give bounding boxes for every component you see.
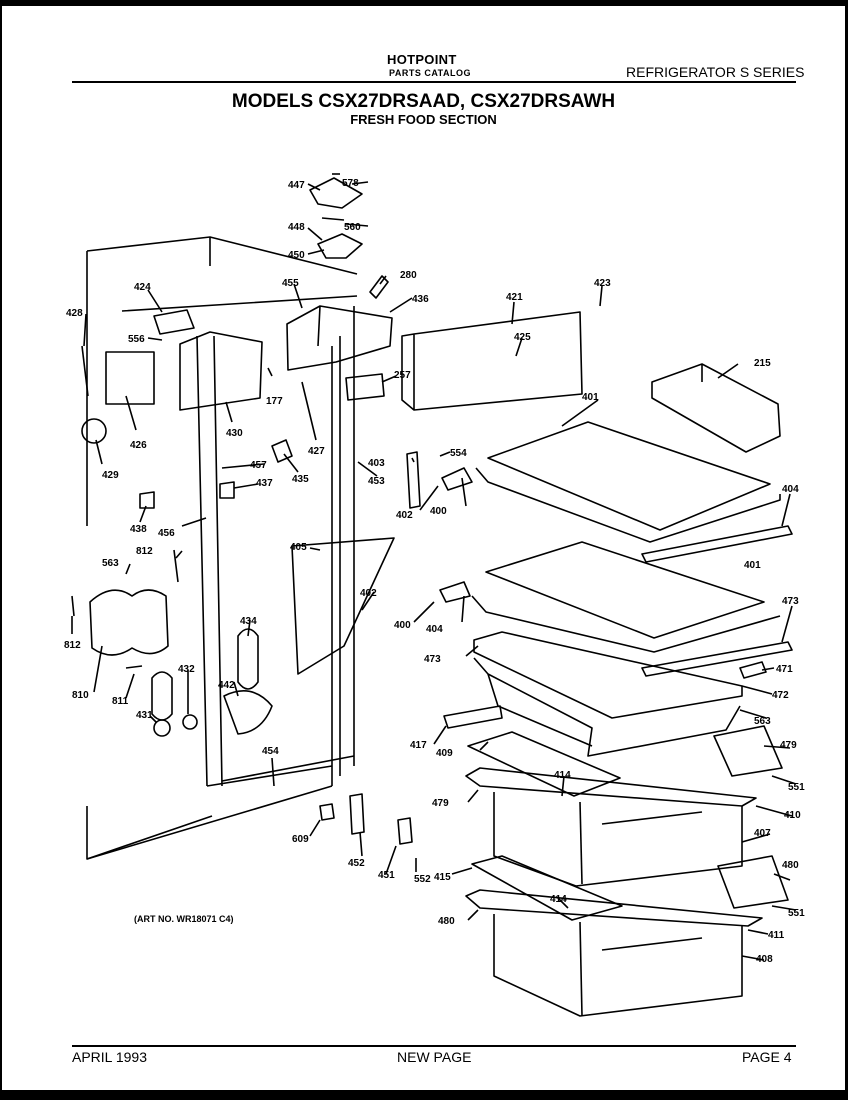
callout-410: 410 — [784, 810, 801, 821]
callout-421: 421 — [506, 292, 523, 303]
callout-479b: 479 — [432, 798, 449, 809]
callout-480b: 480 — [438, 916, 455, 927]
callout-452: 452 — [348, 858, 365, 869]
callout-563: 563 — [102, 558, 119, 569]
callout-472: 563 — [754, 716, 771, 727]
callout-812: 812 — [136, 546, 153, 557]
callout-403: 403 — [368, 458, 385, 469]
callout-428: 428 — [66, 308, 83, 319]
callout-480: 480 — [782, 860, 799, 871]
callout-427: 427 — [308, 446, 325, 457]
callout-280: 280 — [400, 270, 417, 281]
page-title: MODELS CSX27DRSAAD, CSX27DRSAWH — [231, 91, 616, 112]
callout-408: 408 — [756, 954, 773, 965]
parts-catalog-page: HOTPOINT PARTS CATALOG REFRIGERATOR S SE… — [2, 6, 845, 1090]
callout-456: 456 — [158, 528, 175, 539]
callout-426: 426 — [130, 440, 147, 451]
page-subtitle: FRESH FOOD SECTION — [350, 112, 497, 127]
callout-457: 457 — [250, 460, 267, 471]
callout-551: 551 — [788, 782, 805, 793]
callout-578: 578 — [342, 178, 359, 189]
series-label: REFRIGERATOR S SERIES — [626, 64, 805, 80]
callout-438: 438 — [130, 524, 147, 535]
callout-177: 177 — [266, 396, 283, 407]
callout-417: 417 — [410, 740, 427, 751]
callout-552: 552 — [414, 874, 431, 885]
footer-date: APRIL 1993 — [72, 1049, 147, 1065]
callout-455: 455 — [282, 278, 299, 289]
callout-400b: 404 — [426, 624, 443, 635]
callout-257: 257 — [394, 370, 411, 381]
callout-447: 447 — [288, 180, 305, 191]
catalog-label: PARTS CATALOG — [389, 68, 471, 78]
callout-401: 401 — [582, 392, 599, 403]
art-number: (ART NO. WR18071 C4) — [134, 914, 234, 924]
callout-448: 448 — [288, 222, 305, 233]
callout-810: 810 — [72, 690, 89, 701]
callout-563b: 402 — [360, 588, 377, 599]
callout-407: 407 — [754, 828, 771, 839]
callout-437: 437 — [256, 478, 273, 489]
callout-442: 442 — [218, 680, 235, 691]
callout-471: 472 — [772, 690, 789, 701]
callout-451: 451 — [378, 870, 395, 881]
callout-812b: 812 — [64, 640, 81, 651]
callout-454: 454 — [262, 746, 279, 757]
exploded-parts-diagram: 578 447 448 560 450 280 455 436 421 423 … — [64, 173, 805, 1017]
callout-402b: 400 — [394, 620, 411, 631]
callout-431: 431 — [136, 710, 153, 721]
callout-424: 424 — [134, 282, 151, 293]
callout-556: 556 — [128, 334, 145, 345]
callout-450: 450 — [288, 250, 305, 261]
callout-425: 425 — [514, 332, 531, 343]
callout-554: 554 — [450, 448, 467, 459]
callout-479: 479 — [780, 740, 797, 751]
callout-430: 430 — [226, 428, 243, 439]
callout-811: 811 — [112, 696, 129, 707]
callout-401b: 401 — [744, 560, 761, 571]
callout-215: 215 — [754, 358, 771, 369]
callout-400: 400 — [430, 506, 447, 517]
callout-434: 434 — [240, 616, 257, 627]
callout-414: 414 — [554, 770, 571, 781]
callout-423: 423 — [594, 278, 611, 289]
callout-429: 429 — [102, 470, 119, 481]
callout-432: 432 — [178, 664, 195, 675]
callout-435: 435 — [292, 474, 309, 485]
callout-414b: 414 — [550, 894, 567, 905]
callout-453: 453 — [368, 476, 385, 487]
callout-402: 402 — [396, 510, 413, 521]
callout-473: 473 — [424, 654, 441, 665]
callout-415: 415 — [434, 872, 451, 883]
callout-560: 560 — [344, 222, 361, 233]
header-rule — [72, 81, 796, 83]
callout-411: 411 — [768, 930, 785, 941]
callout-409: 409 — [436, 748, 453, 759]
callout-473b: 471 — [776, 664, 793, 675]
footer-rule — [72, 1045, 796, 1047]
callout-405: 405 — [290, 542, 307, 553]
callout-404b: 473 — [782, 596, 799, 607]
callout-551b: 551 — [788, 908, 805, 919]
brand-name: HOTPOINT — [387, 52, 457, 67]
callout-404: 404 — [782, 484, 799, 495]
callout-609: 609 — [292, 834, 309, 845]
footer-page-status: NEW PAGE — [397, 1049, 472, 1065]
footer-page-number: PAGE 4 — [742, 1049, 792, 1065]
callout-436: 436 — [412, 294, 429, 305]
